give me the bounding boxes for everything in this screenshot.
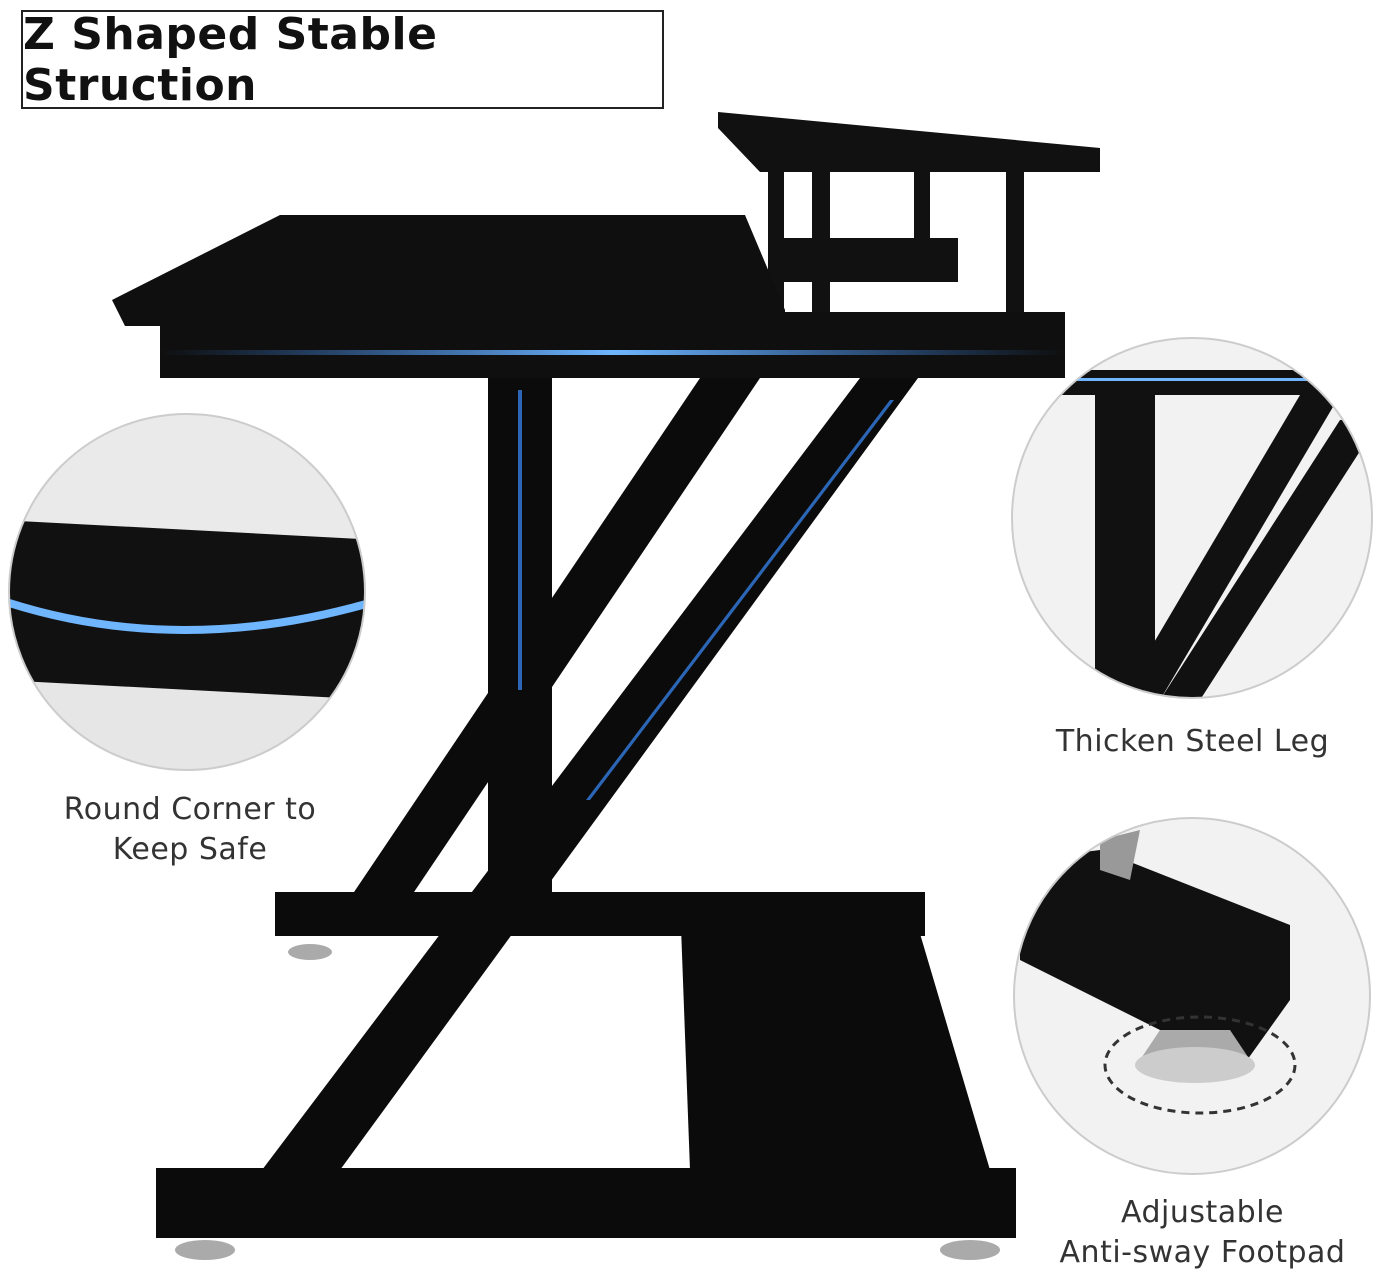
monitor-shelf	[718, 112, 1100, 312]
steel-leg-line1: Thicken Steel Leg	[1055, 724, 1330, 759]
round-corner-line1: Round Corner to	[63, 792, 317, 827]
desktop	[112, 215, 1065, 378]
footpads	[175, 944, 1000, 1260]
footpad-line2: Anti-sway Footpad	[1059, 1235, 1346, 1270]
title-text: Z Shaped Stable Struction	[23, 8, 438, 111]
steel-leg-label: Thicken Steel Leg	[1030, 722, 1355, 762]
round-corner-label: Round Corner to Keep Safe	[40, 790, 340, 870]
title-box: Z Shaped Stable Struction	[21, 8, 664, 111]
z-frame	[156, 378, 1016, 1238]
footpad-line1: Adjustable	[1121, 1195, 1284, 1230]
footpad-detail	[1014, 818, 1370, 1174]
round-corner-detail	[9, 414, 365, 770]
round-corner-line2: Keep Safe	[112, 832, 268, 867]
footpad-label: Adjustable Anti-sway Footpad	[1040, 1193, 1365, 1273]
